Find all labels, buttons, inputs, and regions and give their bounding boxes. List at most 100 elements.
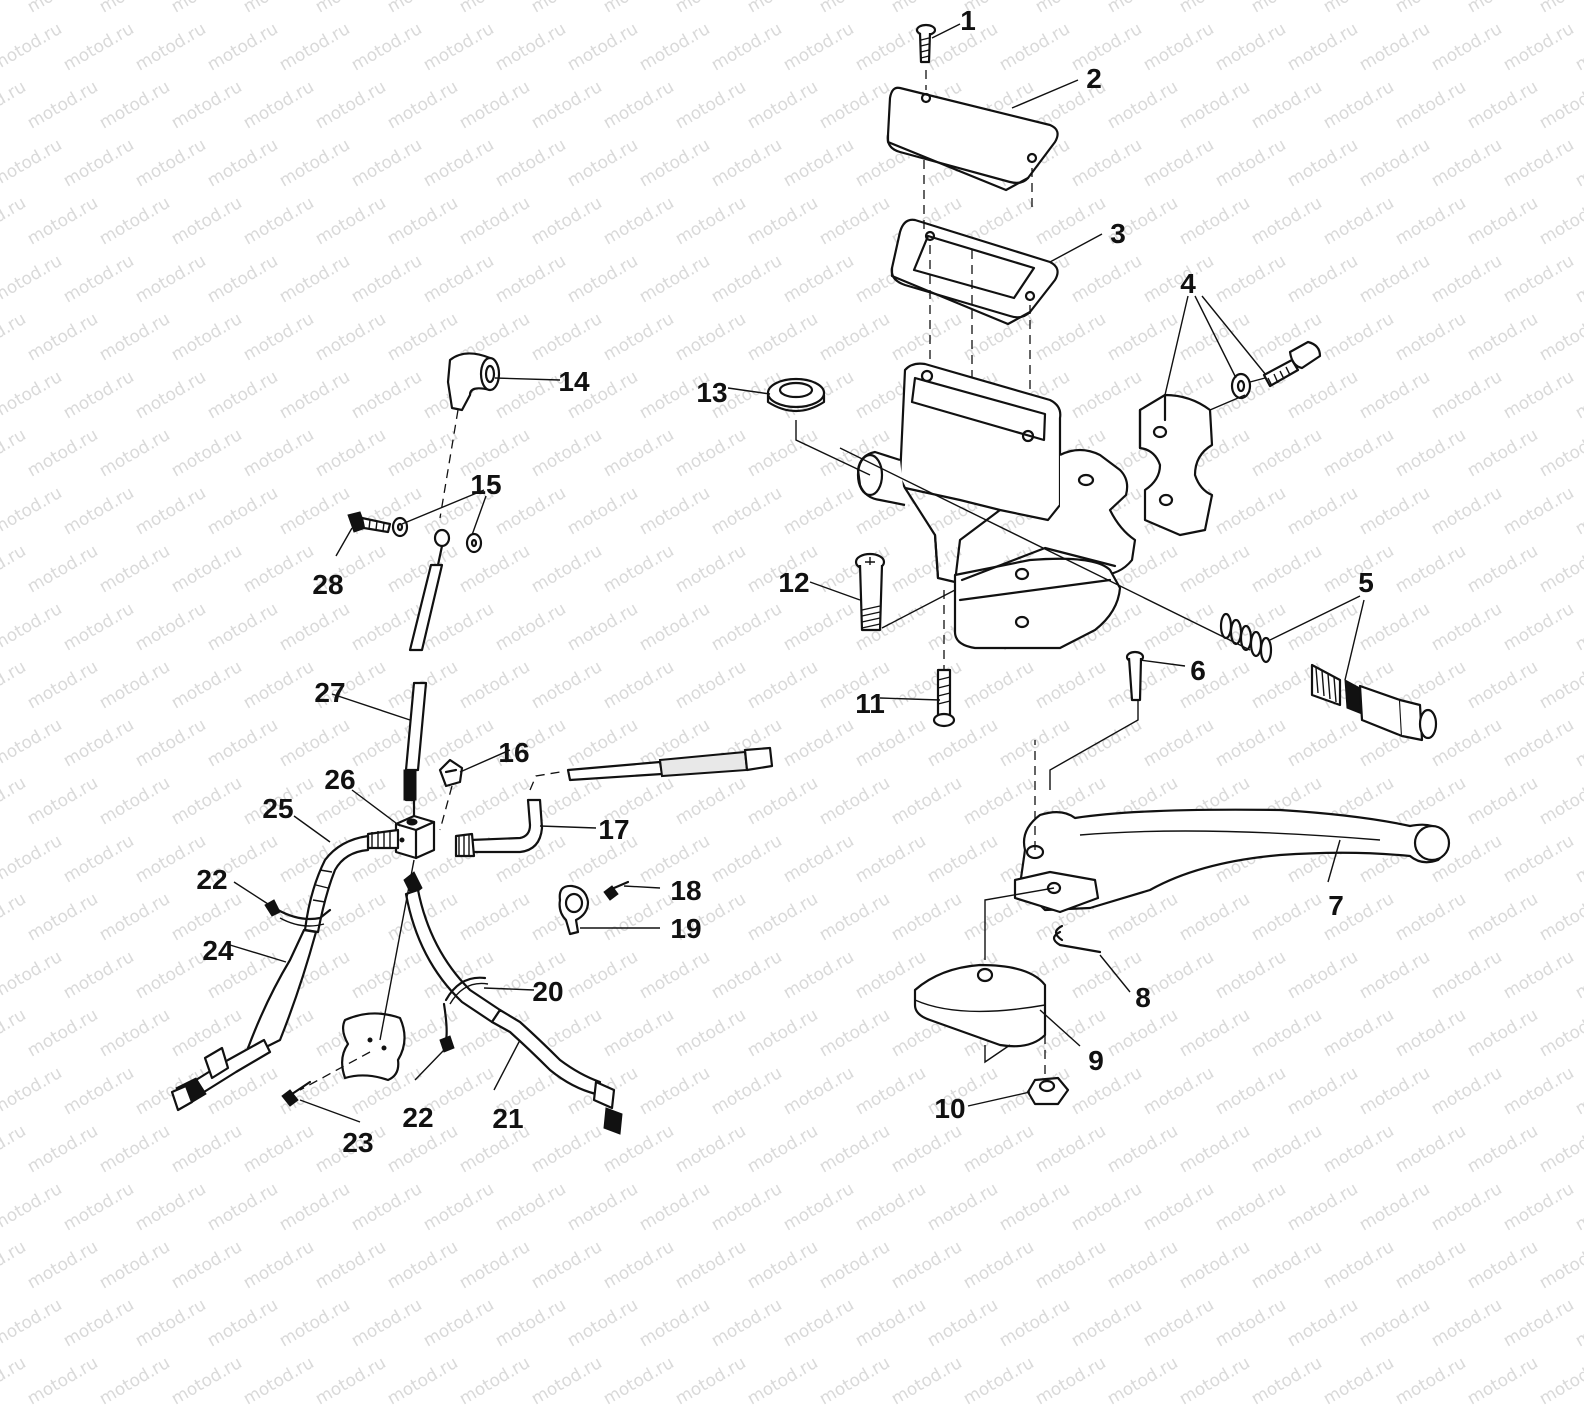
watermark-text: motod.ru — [1176, 1353, 1254, 1409]
watermark-text: motod.ru — [960, 1237, 1038, 1294]
callout-label-17: 17 — [598, 814, 629, 845]
callout-label-12: 12 — [778, 567, 809, 598]
part-hose-clamp-22-upper — [264, 899, 332, 927]
part-clamp-4 — [1138, 340, 1322, 537]
callout-label-28: 28 — [312, 569, 343, 600]
part-boot-13 — [766, 377, 871, 476]
part-fastener-18 — [603, 880, 630, 901]
watermark-text: motod.ru — [312, 1353, 390, 1409]
watermark-text: motod.ru — [0, 1353, 30, 1409]
callout-label-18: 18 — [670, 875, 701, 906]
watermark-text: motod.ru — [600, 1353, 678, 1409]
watermark-text: motod.ru — [1428, 1295, 1506, 1352]
watermark-text: motod.ru — [456, 1353, 534, 1409]
part-spring-8 — [1052, 924, 1102, 954]
callout-label-5: 5 — [1358, 567, 1374, 598]
part-screw-1 — [915, 23, 937, 64]
watermark-text: motod.ru — [888, 1353, 966, 1409]
watermark-text: motod.ru — [564, 1295, 642, 1352]
part-diaphragm-3 — [890, 218, 1059, 326]
watermark-text: motod.ru — [1392, 1237, 1470, 1294]
callout-label-8: 8 — [1135, 982, 1151, 1013]
watermark-text: motod.ru — [420, 1295, 498, 1352]
callout-label-1: 1 — [960, 5, 976, 36]
watermark-text: motod.ru — [852, 1295, 930, 1352]
callout-label-22a: 22 — [196, 864, 227, 895]
watermark-text: motod.ru — [1356, 1295, 1434, 1352]
part-mount-pad — [299, 859, 415, 1091]
watermark-text: motod.ru — [240, 1237, 318, 1294]
watermark-text: motod.ru — [924, 1295, 1002, 1352]
watermark-text: motod.ru — [672, 1237, 750, 1294]
watermark-text: motod.ru — [1032, 1353, 1110, 1409]
watermark-text: motod.ru — [744, 1237, 822, 1294]
watermark-text: motod.ru — [168, 1237, 246, 1294]
callout-label-10: 10 — [934, 1093, 965, 1124]
part-spring-piston-5 — [1219, 612, 1438, 742]
watermark-text: motod.ru — [744, 1353, 822, 1409]
callout-label-16: 16 — [498, 737, 529, 768]
callout-label-22b: 22 — [402, 1102, 433, 1133]
watermark-text: motod.ru — [888, 1237, 966, 1294]
watermark-text: motod.ru — [456, 1237, 534, 1294]
callout-label-3: 3 — [1110, 218, 1126, 249]
watermark-text: motod.ru — [1140, 1295, 1218, 1352]
watermark-text: motod.ru — [1248, 1237, 1326, 1294]
part-screw-11 — [932, 590, 956, 728]
part-elbow-boot-14 — [439, 352, 501, 519]
callout-label-13: 13 — [696, 377, 727, 408]
part-master-cylinder-body — [839, 362, 1251, 651]
watermark-text: motod.ru — [204, 1295, 282, 1352]
watermark-text: motod.ru — [96, 1353, 174, 1409]
watermark-text: motod.ru — [60, 1295, 138, 1352]
part-screw-23 — [281, 1080, 312, 1107]
watermark-text: motod.ru — [816, 1353, 894, 1409]
part-reservoir-cover-2 — [886, 86, 1059, 192]
part-bolt-28 — [347, 511, 392, 534]
part-hose-25 — [303, 828, 400, 934]
callout-label-27: 27 — [314, 677, 345, 708]
watermark-text: motod.ru — [24, 1353, 102, 1409]
watermark-text: motod.ru — [1104, 1237, 1182, 1294]
part-pivot-bolt-12 — [854, 552, 956, 632]
part-adjuster-9 — [913, 887, 1055, 1064]
watermark-text: motod.ru — [960, 1353, 1038, 1409]
part-pin-6 — [1049, 650, 1145, 790]
watermark-text: motod.ru — [708, 1295, 786, 1352]
watermark-text: motod.ru — [384, 1237, 462, 1294]
callout-label-26: 26 — [324, 764, 355, 795]
watermark-text: motod.ru — [0, 1237, 30, 1294]
watermark-text: motod.ru — [1536, 1237, 1584, 1294]
watermark-text: motod.ru — [1572, 1295, 1584, 1352]
watermark-text: motod.ru — [1104, 1353, 1182, 1409]
watermark-text: motod.ru — [672, 1353, 750, 1409]
part-brake-hose-17 — [454, 746, 774, 858]
watermark-text: motod.ru — [1464, 1237, 1542, 1294]
watermark-text: motod.ru — [1248, 1353, 1326, 1409]
watermark-text: motod.ru — [132, 1295, 210, 1352]
callout-label-21: 21 — [492, 1103, 523, 1134]
watermark-text: motod.ru — [384, 1353, 462, 1409]
watermark-text: motod.ru — [348, 1295, 426, 1352]
watermark-text: motod.ru — [600, 1237, 678, 1294]
watermark-text: motod.ru — [636, 1295, 714, 1352]
callout-label-24: 24 — [202, 935, 234, 966]
leader-lines — [229, 23, 1365, 1123]
part-brake-switch-16 — [438, 758, 464, 831]
callout-label-9: 9 — [1088, 1045, 1104, 1076]
watermark-text: motod.ru — [1284, 1295, 1362, 1352]
callout-label-23: 23 — [342, 1127, 373, 1158]
callout-label-14: 14 — [558, 366, 590, 397]
part-hose-21 — [403, 871, 623, 1135]
watermark-text: motod.ru — [1536, 1353, 1584, 1409]
callout-labels: 1234567891011121314151617181920212222232… — [196, 5, 1373, 1158]
watermark-text: motod.ru — [1392, 1353, 1470, 1409]
part-hose-clamp-20 — [439, 976, 489, 1053]
exploded-parts-diagram: 1234567891011121314151617181920212222232… — [170, 5, 1451, 1158]
watermark-text: motod.ru — [1500, 1295, 1578, 1352]
part-lever-7 — [1013, 740, 1451, 914]
watermark-text: motod.ru — [24, 1237, 102, 1294]
watermark-text: motod.ru — [1176, 1237, 1254, 1294]
callout-label-7: 7 — [1328, 890, 1344, 921]
watermark-text: motod.ru — [816, 1237, 894, 1294]
